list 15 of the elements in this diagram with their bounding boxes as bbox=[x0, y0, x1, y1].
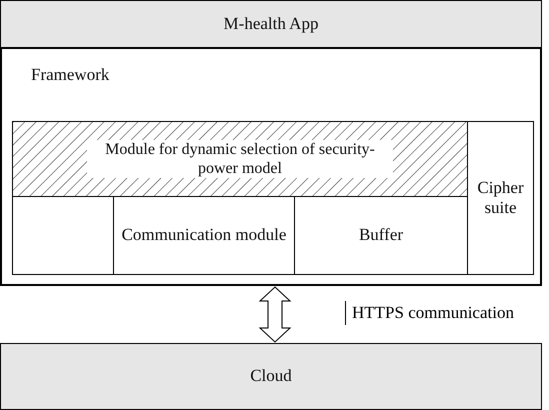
framework-heading: Framework bbox=[30, 65, 110, 86]
box-label: Cloud bbox=[249, 366, 293, 387]
module-box bbox=[12, 121, 468, 197]
box-label: Communication module bbox=[120, 225, 288, 246]
box-label: Cipher suite bbox=[476, 178, 525, 218]
cipher-suite-box bbox=[467, 121, 534, 275]
edge-label: HTTPS communication bbox=[345, 300, 514, 325]
cloud-box bbox=[0, 343, 542, 410]
app-box bbox=[0, 0, 542, 48]
double-arrow bbox=[258, 286, 292, 343]
box-label: Buffer bbox=[358, 225, 404, 246]
library-box bbox=[12, 196, 114, 275]
box-label: Module for dynamic selection of security-power model bbox=[87, 140, 393, 178]
framework-box bbox=[0, 47, 542, 286]
box-label: M-health App bbox=[222, 14, 320, 34]
